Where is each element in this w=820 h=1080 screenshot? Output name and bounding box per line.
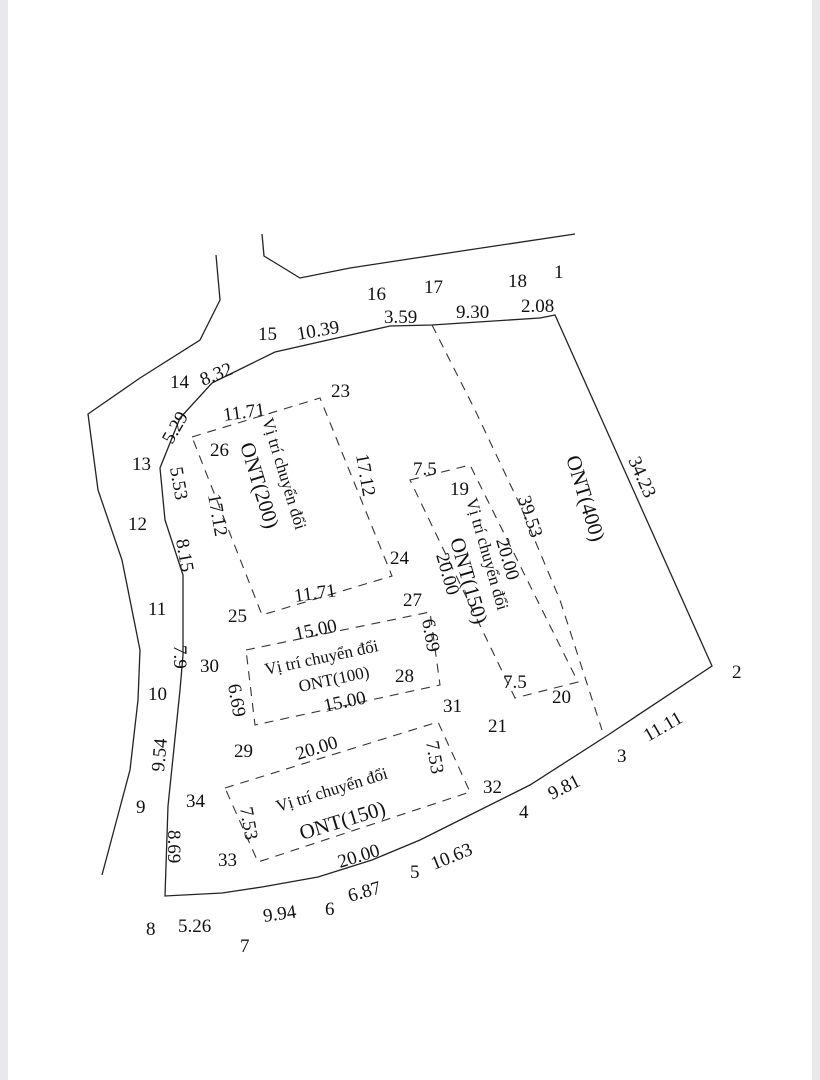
dim-2-3: 11.11 [640, 707, 686, 746]
lot-c-left-dim: 6.69 [223, 682, 249, 718]
lot-c-bottom-dim: 15.00 [322, 687, 368, 716]
point-11: 11 [148, 599, 166, 620]
left-frame-bar [0, 0, 8, 1080]
divider-line [431, 324, 603, 731]
point-6: 6 [325, 899, 335, 920]
road-edge-top [261, 233, 576, 279]
dim-9-10: 9.54 [148, 737, 172, 772]
dim-5-6: 6.87 [346, 877, 384, 906]
point-25: 25 [228, 606, 247, 627]
divider-dim: 39.53 [513, 493, 546, 540]
lot-b-bottom-dim: 7.5 [503, 672, 527, 693]
dim-1-2: 34.23 [623, 453, 660, 501]
point-2: 2 [732, 662, 742, 683]
point-23: 23 [331, 381, 350, 402]
point-14: 14 [170, 372, 190, 393]
point-1: 1 [554, 262, 564, 283]
point-21: 21 [488, 716, 507, 737]
dim-17-18: 9.30 [456, 302, 489, 323]
point-24: 24 [390, 548, 410, 569]
point-34: 34 [186, 791, 206, 812]
dim-13-14: 5.29 [158, 408, 193, 447]
point-32: 32 [483, 777, 502, 798]
right-frame-bar [812, 0, 820, 1080]
point-20: 20 [552, 687, 571, 708]
dim-16-17: 3.59 [384, 307, 417, 328]
point-13: 13 [132, 454, 151, 475]
lot-c-top-dim: 15.00 [293, 615, 339, 644]
point-9: 9 [136, 797, 146, 818]
point-17: 17 [424, 277, 443, 298]
lot-d-right-dim: 7.53 [421, 739, 447, 775]
point-33: 33 [218, 850, 237, 871]
lot-a-bottom-dim: 11.71 [293, 580, 338, 607]
point-16: 16 [367, 284, 386, 305]
dim-14-15: 8.32 [197, 359, 236, 391]
point-12: 12 [128, 514, 147, 535]
point-3: 3 [617, 746, 627, 767]
lot-d-left-dim: 7.53 [235, 805, 261, 841]
point-18: 18 [508, 271, 527, 292]
point-7: 7 [240, 936, 250, 957]
parcel-boundary [159, 314, 713, 897]
point-29: 29 [234, 741, 253, 762]
dim-10-11: 7.9 [169, 645, 190, 669]
point-8: 8 [146, 919, 156, 940]
point-27: 27 [403, 590, 422, 611]
point-28: 28 [395, 666, 414, 687]
lot-b-outline [409, 464, 579, 699]
dim-3-4: 9.81 [545, 771, 584, 805]
lot-d-outline [224, 721, 471, 863]
lot-b-top-dim: 7.5 [413, 459, 437, 480]
point-5: 5 [410, 862, 420, 883]
lot-a-right-dim: 17.12 [351, 452, 379, 498]
point-31: 31 [443, 696, 462, 717]
dim-15-16: 10.39 [295, 317, 341, 345]
dim-7-8: 5.26 [178, 916, 211, 937]
lot-a-left-dim: 17.12 [203, 492, 231, 538]
point-15: 15 [258, 324, 277, 345]
lot-c-right-dim: 6.69 [417, 617, 443, 653]
lot-d-bottom-dim: 20.00 [335, 840, 382, 873]
point-4: 4 [519, 802, 529, 823]
dim-12-13: 5.53 [165, 465, 191, 501]
point-10: 10 [148, 684, 167, 705]
lot-c-outline [245, 611, 441, 726]
dim-11-12: 8.15 [171, 537, 197, 573]
point-19: 19 [450, 479, 469, 500]
road-edge-left [87, 254, 221, 876]
dim-18-1: 2.08 [521, 296, 554, 317]
dim-6-7: 9.94 [262, 901, 298, 926]
main-lot-label: ONT(400) [561, 452, 610, 544]
dim-4-5: 10.63 [428, 839, 476, 874]
point-26: 26 [210, 440, 229, 461]
dim-8-9: 8.69 [163, 830, 184, 863]
point-30: 30 [200, 656, 219, 677]
lot-a-outline [191, 397, 393, 616]
